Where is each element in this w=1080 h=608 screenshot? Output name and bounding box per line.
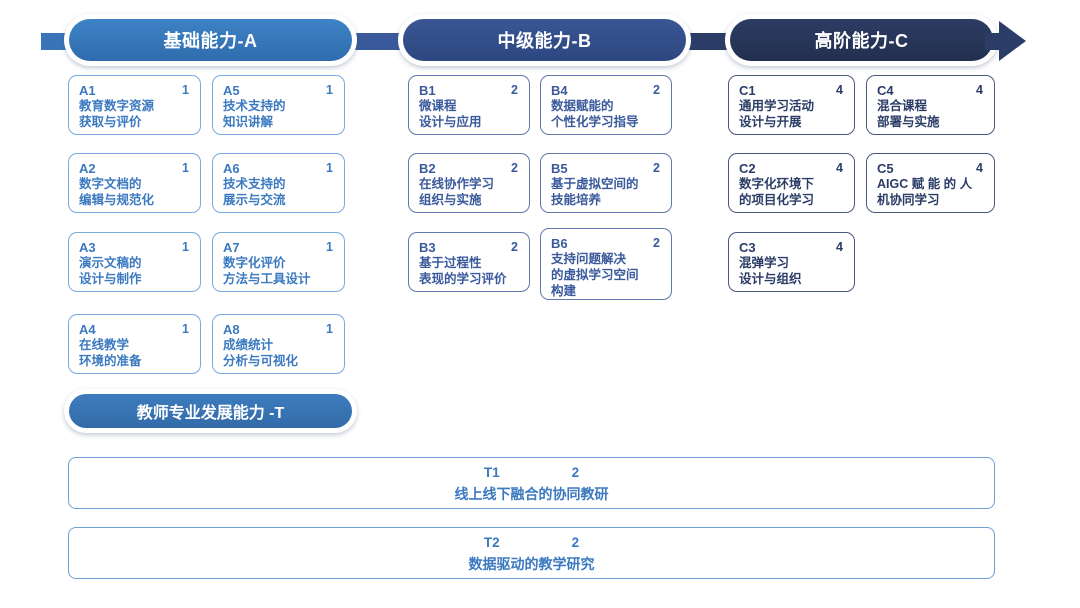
card-desc: 演示文稿的 设计与制作 (79, 256, 142, 286)
flow-tail-bar (41, 33, 70, 50)
card-code: A3 (79, 240, 96, 255)
card-code: A8 (223, 322, 240, 337)
card-desc: 数字化评价 方法与工具设计 (223, 256, 311, 286)
capability-card-a3[interactable]: A3 1 演示文稿的 设计与制作 (68, 232, 201, 292)
card-code: C2 (739, 161, 756, 176)
card-desc: 微课程 设计与应用 (419, 99, 482, 129)
card-code: B6 (551, 236, 568, 251)
teacher-development-pill[interactable]: 教师专业发展能力 -T (64, 389, 357, 433)
card-desc: AIGC 赋 能 的 人 机协同学习 (877, 177, 973, 207)
card-level: 1 (326, 83, 333, 97)
card-desc: 数据赋能的 个性化学习指导 (551, 99, 639, 129)
card-code: C1 (739, 83, 756, 98)
capability-card-b5[interactable]: B5 2 基于虚拟空间的 技能培养 (540, 153, 672, 213)
card-desc: 成绩统计 分析与可视化 (223, 338, 299, 368)
card-desc: 混合课程 部署与实施 (877, 99, 940, 129)
card-code: C4 (877, 83, 894, 98)
card-desc: 在线协作学习 组织与实施 (419, 177, 495, 207)
stage-pill-a[interactable]: 基础能力-A (64, 14, 357, 66)
card-desc: 基于虚拟空间的 技能培养 (551, 177, 639, 207)
card-desc: 数字化环境下 的项目化学习 (739, 177, 815, 207)
card-level: 2 (653, 161, 660, 175)
card-code: A7 (223, 240, 240, 255)
card-code: A6 (223, 161, 240, 176)
capability-card-b2[interactable]: B2 2 在线协作学习 组织与实施 (408, 153, 530, 213)
card-level: 2 (511, 83, 518, 97)
card-level: 2 (511, 161, 518, 175)
right-arrow-icon (999, 21, 1026, 61)
row-desc: 线上线下融合的协同教研 (454, 486, 609, 502)
card-level: 2 (653, 236, 660, 250)
capability-card-a2[interactable]: A2 1 数字文档的 编辑与规范化 (68, 153, 201, 213)
card-desc: 技术支持的 展示与交流 (223, 177, 286, 207)
card-code: A1 (79, 83, 96, 98)
capability-card-c4[interactable]: C4 4 混合课程 部署与实施 (866, 75, 995, 135)
card-code: C5 (877, 161, 894, 176)
capability-card-a6[interactable]: A6 1 技术支持的 展示与交流 (212, 153, 345, 213)
card-level: 4 (836, 240, 843, 254)
card-level: 1 (182, 240, 189, 254)
card-level: 1 (326, 322, 333, 336)
card-desc: 混弹学习 设计与组织 (739, 256, 802, 286)
capability-card-b3[interactable]: B3 2 基于过程性 表现的学习评价 (408, 232, 530, 292)
stage-pill-a-label: 基础能力-A (163, 31, 258, 51)
card-level: 4 (976, 161, 983, 175)
capability-card-c5[interactable]: C5 4 AIGC 赋 能 的 人 机协同学习 (866, 153, 995, 213)
card-level: 2 (653, 83, 660, 97)
card-code: A5 (223, 83, 240, 98)
row-desc: 数据驱动的教学研究 (468, 556, 595, 572)
card-level: 1 (326, 161, 333, 175)
capability-card-a7[interactable]: A7 1 数字化评价 方法与工具设计 (212, 232, 345, 292)
card-level: 4 (836, 83, 843, 97)
capability-card-c1[interactable]: C1 4 通用学习活动 设计与开展 (728, 75, 855, 135)
stage-pill-b-label: 中级能力-B (497, 31, 592, 51)
card-level: 1 (326, 240, 333, 254)
card-level: 1 (182, 161, 189, 175)
capability-card-a8[interactable]: A8 1 成绩统计 分析与可视化 (212, 314, 345, 374)
connector-a-to-b (345, 33, 407, 50)
capability-card-b4[interactable]: B4 2 数据赋能的 个性化学习指导 (540, 75, 672, 135)
capability-card-a5[interactable]: A5 1 技术支持的 知识讲解 (212, 75, 345, 135)
card-desc: 数字文档的 编辑与规范化 (79, 177, 155, 207)
card-desc: 教育数字资源 获取与评价 (79, 99, 155, 129)
card-level: 4 (976, 83, 983, 97)
capability-card-c2[interactable]: C2 4 数字化环境下 的项目化学习 (728, 153, 855, 213)
card-code: B1 (419, 83, 436, 98)
card-desc: 技术支持的 知识讲解 (223, 99, 286, 129)
card-level: 1 (182, 83, 189, 97)
card-code: C3 (739, 240, 756, 255)
stage-pill-c[interactable]: 高阶能力-C (725, 14, 998, 66)
row-level: 2 (571, 535, 580, 550)
card-code: A4 (79, 322, 96, 337)
row-code: T2 (483, 535, 500, 550)
capability-card-a1[interactable]: A1 1 教育数字资源 获取与评价 (68, 75, 201, 135)
card-level: 1 (182, 322, 189, 336)
card-code: A2 (79, 161, 96, 176)
card-code: B2 (419, 161, 436, 176)
teacher-row-t2[interactable]: T2 2 数据驱动的教学研究 (68, 527, 995, 579)
capability-card-a4[interactable]: A4 1 在线教学 环境的准备 (68, 314, 201, 374)
stage-header-band: 基础能力-A 中级能力-B 高阶能力-C (0, 0, 1080, 72)
card-desc: 支持问题解决 的虚拟学习空间 构建 (551, 252, 639, 298)
teacher-row-t1[interactable]: T1 2 线上线下融合的协同教研 (68, 457, 995, 509)
card-code: B5 (551, 161, 568, 176)
row-code: T1 (483, 465, 500, 480)
teacher-development-pill-label: 教师专业发展能力 -T (136, 405, 285, 422)
card-code: B3 (419, 240, 436, 255)
row-level: 2 (571, 465, 580, 480)
card-desc: 通用学习活动 设计与开展 (739, 99, 815, 129)
card-level: 4 (836, 161, 843, 175)
capability-card-c3[interactable]: C3 4 混弹学习 设计与组织 (728, 232, 855, 292)
stage-pill-b[interactable]: 中级能力-B (398, 14, 691, 66)
card-level: 2 (511, 240, 518, 254)
right-arrow-icon-stem (985, 33, 1003, 50)
card-desc: 在线教学 环境的准备 (79, 338, 142, 368)
card-code: B4 (551, 83, 568, 98)
capability-card-b6[interactable]: B6 2 支持问题解决 的虚拟学习空间 构建 (540, 228, 672, 300)
stage-pill-c-label: 高阶能力-C (814, 31, 909, 51)
capability-card-b1[interactable]: B1 2 微课程 设计与应用 (408, 75, 530, 135)
card-desc: 基于过程性 表现的学习评价 (419, 256, 507, 286)
